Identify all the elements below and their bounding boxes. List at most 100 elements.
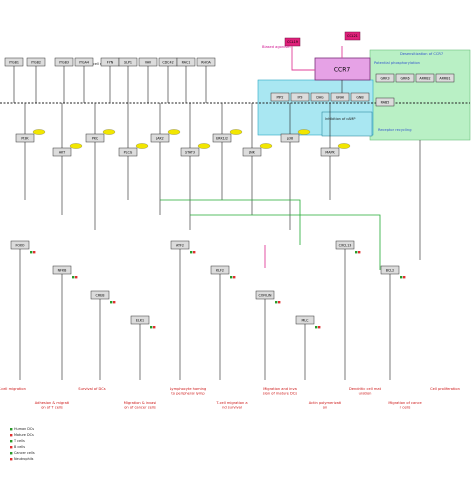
- low-mark-red-3: [153, 326, 156, 329]
- top-node-1-label: ITGB2: [31, 60, 41, 64]
- right-node-8-label: GNAI: [336, 95, 344, 99]
- outcome-cont-8: uration: [359, 392, 372, 396]
- ligand-ccl21[interactable]: [344, 31, 361, 41]
- mid-badge-3: [135, 143, 149, 149]
- low-mark-red-8: [358, 251, 361, 254]
- green-link-1: [160, 199, 301, 245]
- outcome-9: Migration of cance: [388, 401, 422, 405]
- top-node-6-label: VAV: [145, 60, 152, 64]
- mid-node-0-label: PI3K: [21, 136, 29, 140]
- low-mark-green-7: [315, 326, 318, 329]
- outcome-cont-1: on of T cells: [41, 406, 63, 410]
- legend-swatch-3: [10, 446, 13, 449]
- right-node-7[interactable]: [310, 92, 330, 102]
- legend-swatch-1: [10, 434, 13, 437]
- outcome-8: Dendritic cell mat: [349, 387, 382, 391]
- mid-node-8-label: p38: [287, 136, 293, 140]
- right-node-1[interactable]: [395, 73, 415, 83]
- region-desensitization: [369, 49, 471, 141]
- low-mark-green-0: [30, 251, 33, 254]
- right-node-5-label: PIP2: [276, 95, 283, 99]
- low-mark-green-4: [190, 251, 193, 254]
- ccl19-label: CCL19: [287, 40, 298, 44]
- outcome-5: T-cell migration a: [215, 401, 247, 405]
- right-node-4-label: RAB5: [381, 100, 390, 104]
- legend-label-4: Cancer cells: [14, 451, 35, 455]
- top-node-7-label: CDC42: [162, 60, 173, 64]
- region-title-recycling: Receptor recycling: [378, 128, 412, 132]
- mid-badge-2: [102, 129, 116, 135]
- low-mark-green-9: [400, 276, 403, 279]
- outcome-cont-6: sion of mature DCs: [263, 392, 298, 396]
- mid-badge-0: [32, 129, 46, 135]
- outcome-10: Cell proliferation: [430, 387, 460, 391]
- outcome-4: Lymphocyte homing: [170, 387, 206, 391]
- ccl21-label: CCL21: [347, 34, 358, 38]
- low-mark-green-3: [150, 326, 153, 329]
- top-node-8-label: RAC1: [182, 60, 191, 64]
- low-node-7-label: MLC: [302, 318, 310, 322]
- legend-label-5: Neutrophils: [14, 457, 34, 461]
- right-node-4[interactable]: [375, 97, 395, 107]
- right-node-6-label: IP3: [297, 95, 302, 99]
- ccr7-label: CCR7: [334, 67, 351, 74]
- low-mark-green-1: [72, 276, 75, 279]
- outcome-0: T-cell migration: [0, 387, 26, 391]
- low-node-1-label: NFKB: [58, 268, 68, 272]
- outcome-2: Survival of DCs: [78, 387, 106, 391]
- right-node-0-label: GRK3: [380, 76, 389, 80]
- right-node-9[interactable]: [350, 92, 370, 102]
- mid-badge-6: [229, 129, 243, 135]
- outcome-3: Migration & invasi: [124, 401, 157, 405]
- low-mark-red-9: [403, 276, 406, 279]
- region-title-biased: Biased agonism: [262, 45, 291, 49]
- mid-badge-9: [337, 143, 351, 149]
- outcome-cont-7: on: [323, 406, 327, 410]
- low-mark-red-1: [75, 276, 78, 279]
- right-node-2[interactable]: [415, 73, 435, 83]
- outcome-cont-9: r cells: [400, 406, 411, 410]
- mid-node-5-label: STAT3: [185, 150, 195, 154]
- right-node-0[interactable]: [375, 73, 395, 83]
- top-node-2-label: ITGB3: [59, 60, 69, 64]
- low-mark-red-6: [278, 301, 281, 304]
- right-node-7-label: DAG: [316, 95, 324, 99]
- low-node-3-label: ELK1: [136, 318, 144, 322]
- region-title-inhibition: Inhibition of cAMP: [325, 117, 355, 121]
- right-node-5[interactable]: [270, 92, 290, 102]
- low-mark-red-0: [33, 251, 36, 254]
- low-node-0-label: FOXO: [16, 243, 25, 247]
- legend-swatch-4: [10, 452, 13, 455]
- legend-label-0: Human DCs: [14, 427, 34, 431]
- legend-swatch-5: [10, 458, 13, 461]
- ligand-ccl19[interactable]: [284, 37, 301, 47]
- right-node-3[interactable]: [435, 73, 455, 83]
- outcome-cont-4: to peripheral lymp: [171, 392, 205, 396]
- low-node-2-label: CREB: [96, 293, 106, 297]
- top-node-9-label: RHOA: [201, 60, 211, 64]
- ccl19-to-ccr7: [291, 46, 315, 71]
- low-mark-green-6: [275, 301, 278, 304]
- mid-node-9-label: MAPK: [325, 150, 335, 154]
- ccr7-receptor-box[interactable]: [314, 57, 371, 81]
- mid-node-1-label: AKT: [59, 150, 66, 154]
- right-node-8[interactable]: [330, 92, 350, 102]
- mid-badge-4: [167, 129, 181, 135]
- outcome-7: Actin polymerizati: [309, 401, 342, 405]
- mid-node-7-label: JNK: [248, 150, 255, 154]
- low-mark-green-2: [110, 301, 113, 304]
- low-node-5-label: KLF2: [216, 268, 224, 272]
- legend-label-1: Mature DCs: [14, 433, 34, 437]
- outcome-cont-5: nd survival: [222, 406, 242, 410]
- mid-node-4-label: JAK2: [155, 136, 163, 140]
- right-node-6[interactable]: [290, 92, 310, 102]
- low-node-8-label: CXCL13: [339, 243, 352, 247]
- outcome-cont-3: on of cancer cells: [124, 406, 156, 410]
- region-inhibition: [321, 111, 373, 137]
- top-node-3-label: ITGA4: [79, 60, 89, 64]
- region-title-phosphorylation: Potential phosphorylation: [374, 61, 420, 65]
- top-node-4-label: FYN: [107, 60, 114, 64]
- low-node-9-label: BCL2: [386, 268, 394, 272]
- low-mark-green-5: [230, 276, 233, 279]
